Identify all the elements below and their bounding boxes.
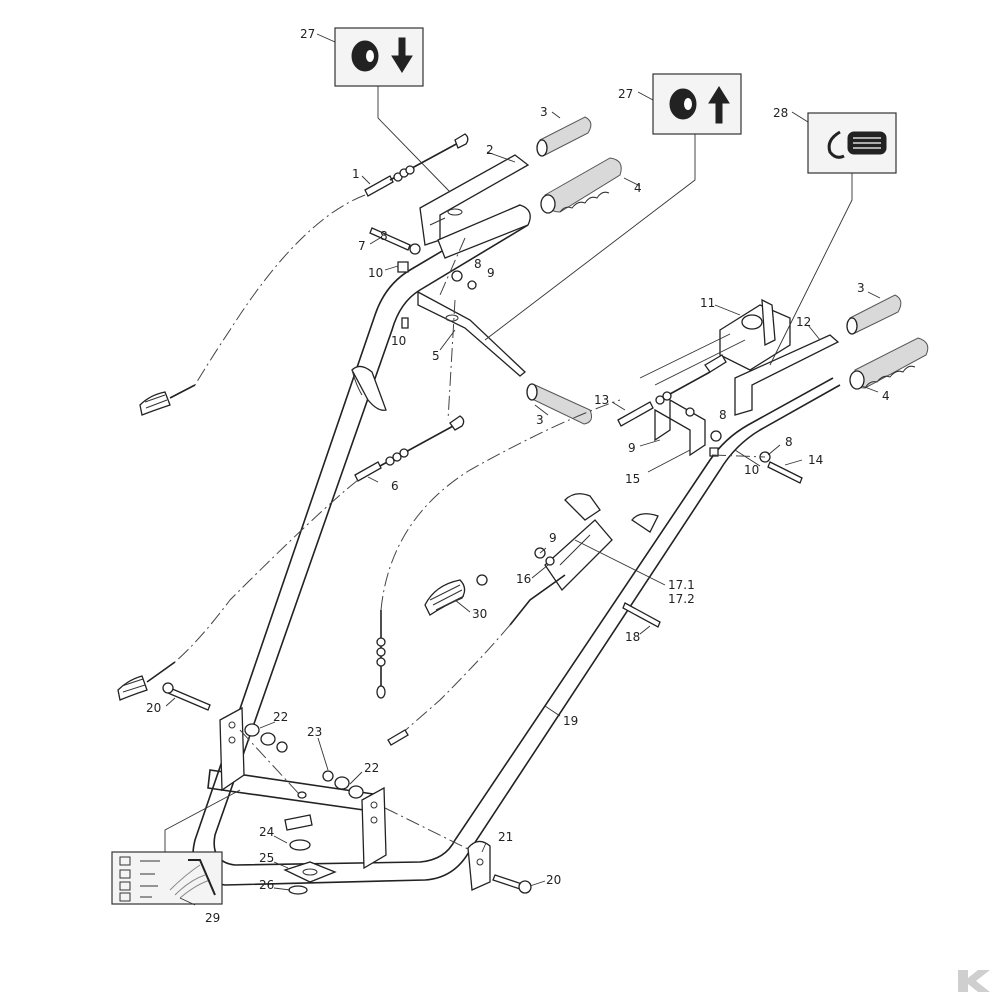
- callout-21: 21: [498, 830, 513, 844]
- callout-26: 26: [259, 878, 274, 892]
- callout-17-1: 17.1: [668, 578, 695, 592]
- callout-22: 22: [364, 761, 379, 775]
- callout-20: 20: [546, 873, 561, 887]
- callout-9: 9: [487, 266, 495, 280]
- callout-20: 20: [146, 701, 161, 715]
- decal-29: [111, 851, 223, 905]
- callout-8: 8: [380, 229, 388, 243]
- callout-17-2: 17.2: [668, 592, 695, 606]
- callout-23: 23: [307, 725, 322, 739]
- callout-10: 10: [391, 334, 406, 348]
- callout-8: 8: [719, 408, 727, 422]
- callout-1: 1: [352, 167, 360, 181]
- handlebar-frame: [192, 204, 841, 886]
- callout-30: 30: [472, 607, 487, 621]
- callout-3: 3: [857, 281, 865, 295]
- handle-grip-4-left: [540, 157, 622, 214]
- callout-24: 24: [259, 825, 274, 839]
- wheel-arrow-down-icon: [351, 37, 413, 73]
- callout-13: 13: [594, 393, 609, 407]
- callout-16: 16: [516, 572, 531, 586]
- cable-rod: [376, 610, 386, 699]
- kramp-logo-icon: [952, 966, 992, 994]
- callout-4: 4: [634, 181, 642, 195]
- callout-29: 29: [205, 911, 220, 925]
- callout-12: 12: [796, 315, 811, 329]
- callout-19: 19: [563, 714, 578, 728]
- decal-27-down: [334, 27, 424, 87]
- callout-18: 18: [625, 630, 640, 644]
- callout-14: 14: [808, 453, 823, 467]
- callout-7: 7: [358, 239, 366, 253]
- callout-15: 15: [625, 472, 640, 486]
- spring-30: [424, 579, 466, 616]
- callout-2: 2: [486, 143, 494, 157]
- callout-3: 3: [536, 413, 544, 427]
- operating-instructions-icon: [119, 856, 216, 902]
- callout-8: 8: [474, 257, 482, 271]
- callout-5: 5: [432, 349, 440, 363]
- callout-28: 28: [773, 106, 788, 120]
- callout-9: 9: [549, 531, 557, 545]
- cable-springs-left: [117, 384, 196, 701]
- cable-1-end: [364, 133, 469, 197]
- callout-11: 11: [700, 296, 715, 310]
- callout-labels: 27 27 28 3 2 4 1 8 7 10 8 9 10 5 3 6 11 …: [146, 27, 890, 925]
- handle-sleeve-3-left: [536, 116, 592, 157]
- handle-sleeve-3-right: [846, 294, 902, 335]
- callout-9: 9: [628, 441, 636, 455]
- leader-lines: [164, 33, 881, 906]
- left-handle-assembly: [364, 116, 622, 425]
- cable-6: [354, 415, 465, 482]
- decal-28: [807, 112, 897, 174]
- handle-grip-4-right: [849, 337, 929, 390]
- right-handle-assembly: [617, 294, 929, 484]
- shift-lever-17: [476, 493, 661, 628]
- callout-4: 4: [882, 389, 890, 403]
- callout-27: 27: [300, 27, 315, 41]
- callout-25: 25: [259, 851, 274, 865]
- lower-fasteners: [162, 682, 532, 895]
- speed-range-icon: [827, 130, 887, 159]
- callout-3: 3: [540, 105, 548, 119]
- callout-10: 10: [368, 266, 383, 280]
- callout-27: 27: [618, 87, 633, 101]
- callout-10: 10: [744, 463, 759, 477]
- handle-sleeve-3-lower: [526, 383, 592, 425]
- wheel-arrow-up-icon: [669, 86, 730, 124]
- callout-8: 8: [785, 435, 793, 449]
- decal-27-up: [652, 73, 742, 135]
- callout-6: 6: [391, 479, 399, 493]
- callout-22: 22: [273, 710, 288, 724]
- cable-routes: [174, 194, 766, 851]
